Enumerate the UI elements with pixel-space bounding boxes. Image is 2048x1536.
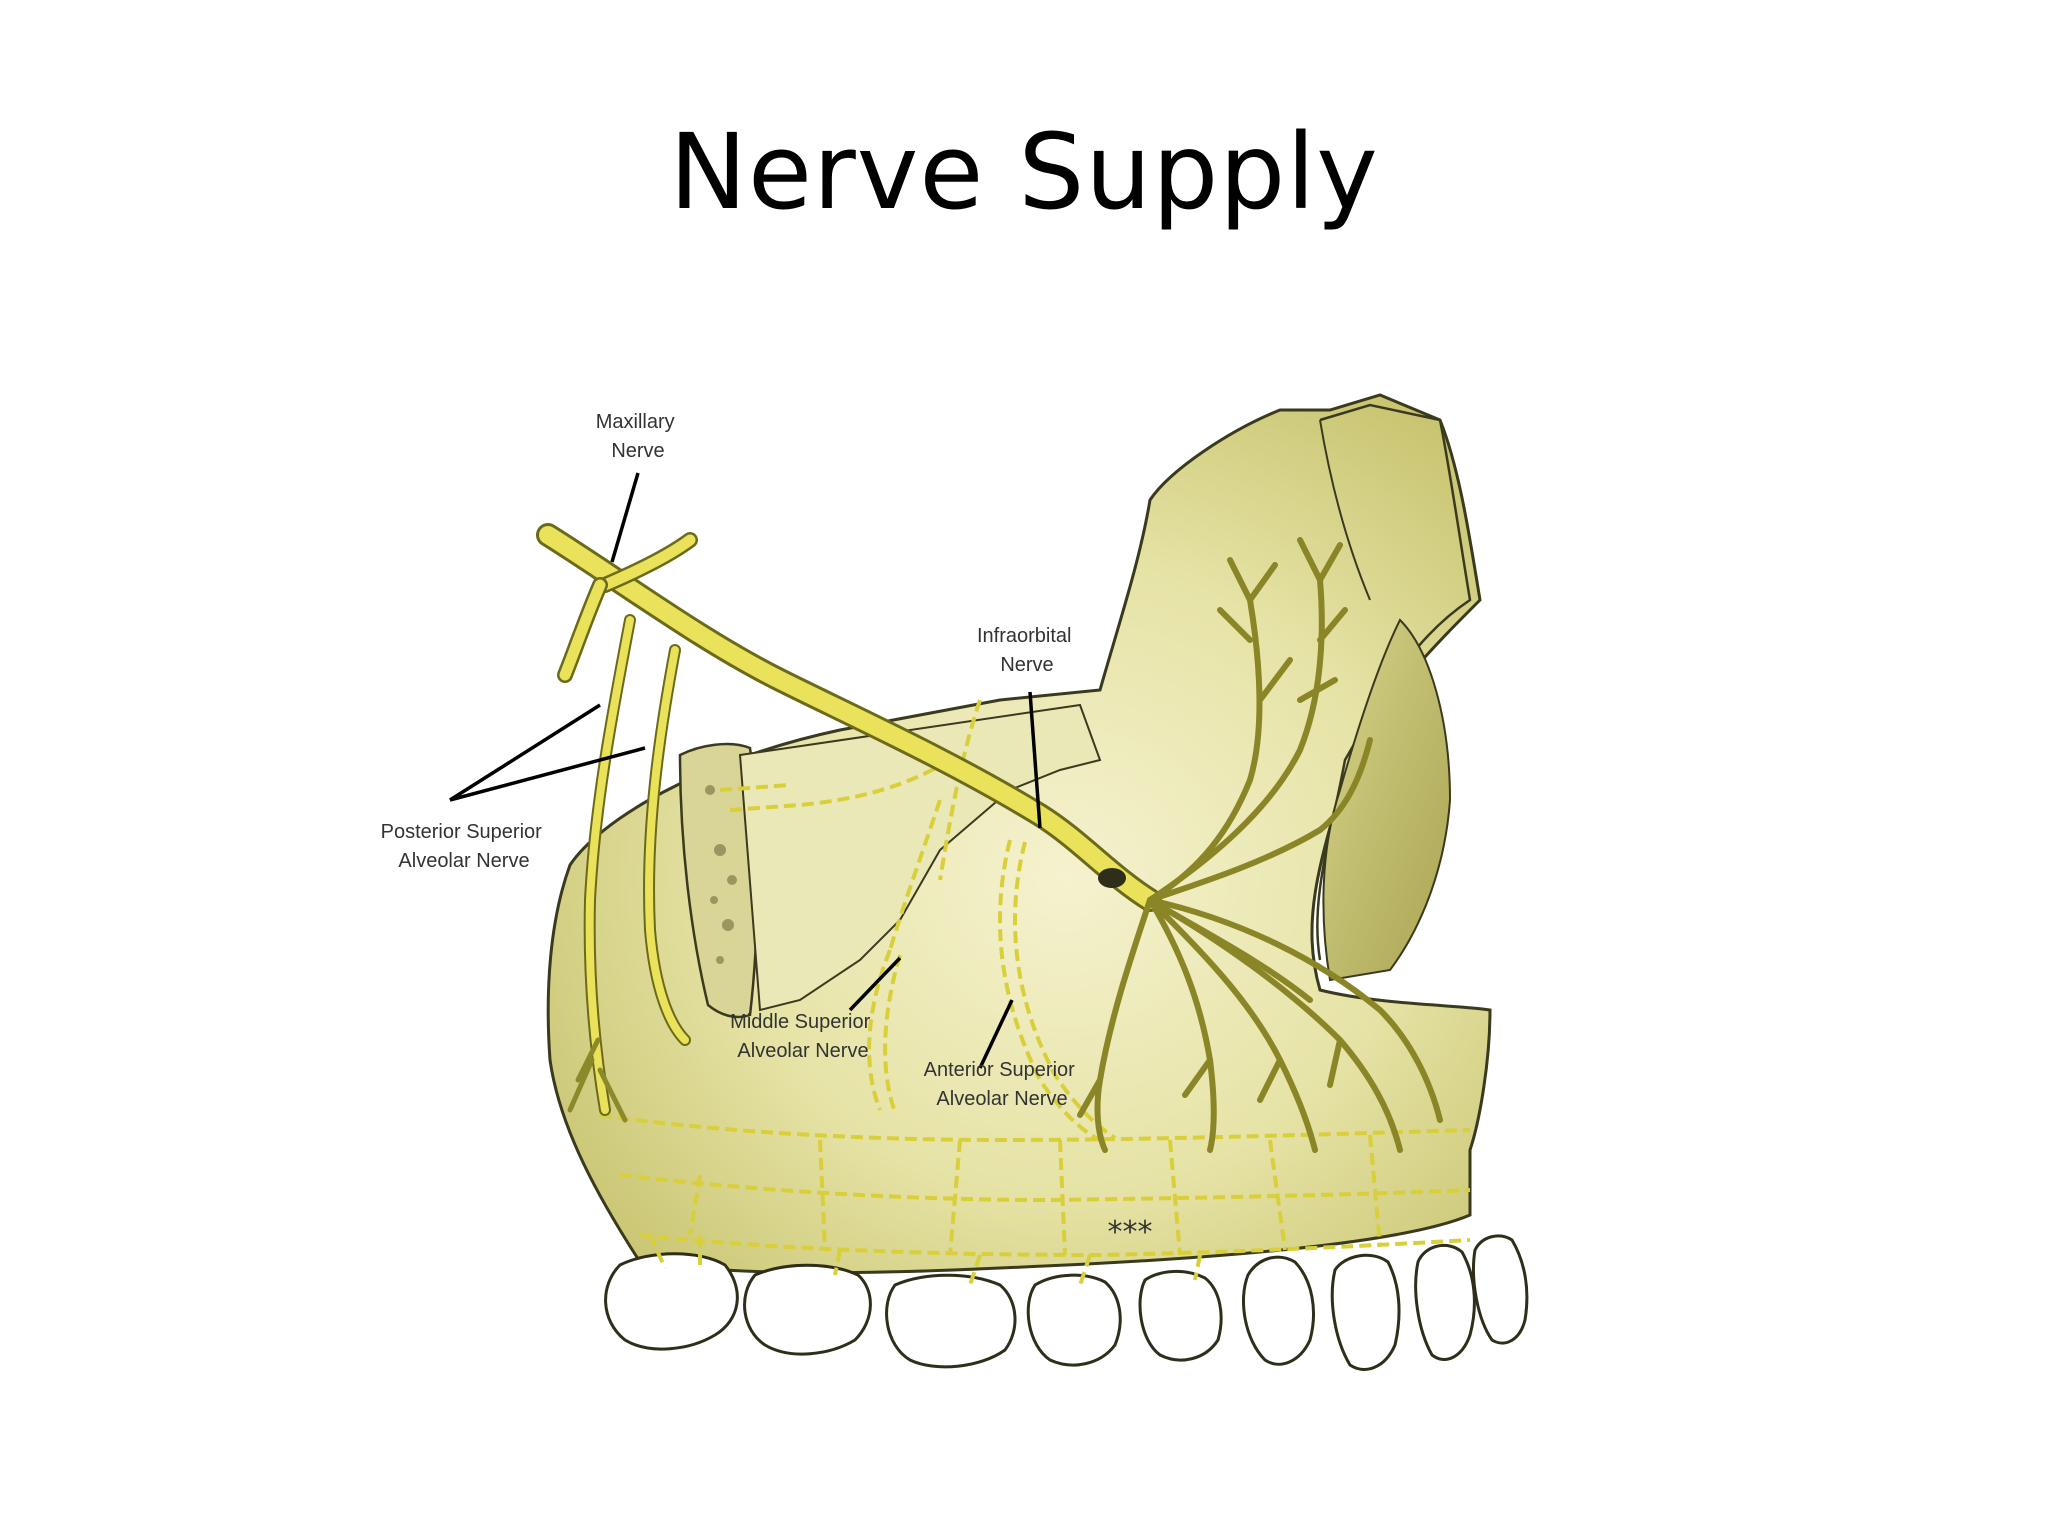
label-infraorbital-nerve: Infraorbital Nerve [977, 625, 1077, 676]
tooth-molar-2 [743, 1263, 872, 1356]
label-posterior-superior-alveolar-nerve: Posterior Superior Alveolar Nerve [381, 821, 548, 872]
tooth-incisor-edge [1472, 1234, 1529, 1345]
label-psa-line1: Posterior Superior [381, 821, 543, 843]
tuberosity-foramina [705, 785, 737, 964]
tooth-molar-1 [885, 1273, 1017, 1369]
slide-title: Nerve Supply [669, 111, 1379, 233]
nerve-trunks [536, 523, 1162, 1123]
tooth-premolar-1 [1138, 1269, 1223, 1362]
tooth-molar-3 [604, 1252, 739, 1351]
label-asa-line1: Anterior Superior [924, 1059, 1076, 1081]
tooth-canine [1241, 1255, 1315, 1366]
tooth-central-incisor [1414, 1243, 1476, 1361]
nasal-notch-shadow [1322, 618, 1452, 982]
label-maxillary-nerve: Maxillary Nerve [596, 411, 680, 462]
label-psa-line2: Alveolar Nerve [398, 850, 529, 872]
label-infraorbital-nerve-line1: Infraorbital [977, 625, 1072, 647]
teeth [604, 1234, 1529, 1371]
label-maxillary-nerve-line1: Maxillary [596, 411, 675, 433]
tooth-lateral-incisor [1330, 1253, 1401, 1371]
plexus-marker: *** [1108, 1215, 1153, 1250]
leader-lines [449, 472, 1042, 1069]
label-maxillary-nerve-line2: Nerve [611, 440, 664, 462]
dental-plexus [599, 699, 1471, 1286]
maxillary-tuberosity [678, 742, 759, 1019]
orbital-suture [1319, 419, 1371, 601]
infraorbital-foramen [1098, 868, 1126, 888]
label-anterior-superior-alveolar-nerve: Anterior Superior Alveolar Nerve [924, 1059, 1081, 1110]
infraorbital-branches [1077, 537, 1443, 1153]
label-msa-line1: Middle Superior [730, 1011, 870, 1033]
tooth-premolar-2 [1026, 1273, 1122, 1367]
label-msa-line2: Alveolar Nerve [737, 1040, 868, 1062]
label-infraorbital-nerve-line2: Nerve [1000, 654, 1053, 676]
label-asa-line2: Alveolar Nerve [936, 1088, 1067, 1110]
label-middle-superior-alveolar-nerve: Middle Superior Alveolar Nerve [730, 1011, 876, 1062]
